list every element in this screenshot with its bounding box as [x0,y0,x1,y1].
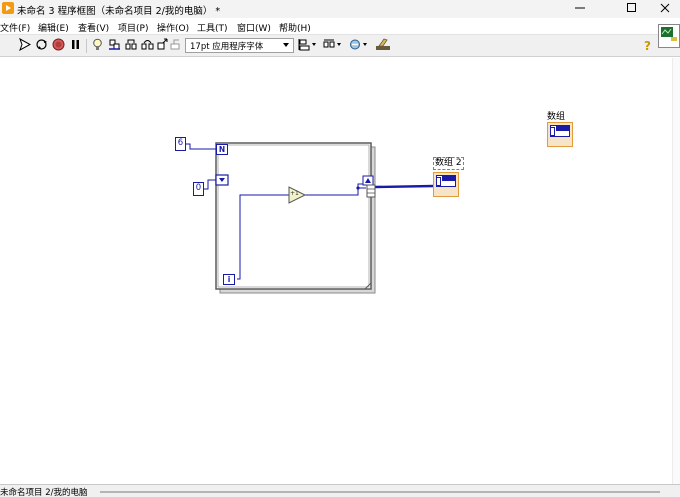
menu-view[interactable]: 查看(V) [78,24,110,34]
horizontal-scrollbar[interactable] [100,491,660,493]
reorder-button[interactable] [349,38,369,53]
step-out-button[interactable] [156,38,171,53]
output-tunnel [366,184,376,198]
for-loop-count-terminal[interactable]: N [216,144,228,155]
menu-window[interactable]: 窗口(W) [237,24,271,34]
menu-project[interactable]: 项目(P) [118,24,149,34]
step-into-icon [125,38,138,54]
font-select-value: 17pt 应用程序字体 [190,42,264,52]
run-continuously-button[interactable] [34,38,49,53]
vertical-scrollbar[interactable] [672,58,680,484]
retain-wire-values-button[interactable] [107,38,122,53]
wire-count [186,143,216,150]
maximize-icon [627,2,637,16]
run-button[interactable] [17,37,32,54]
close-button[interactable] [645,0,680,18]
font-select[interactable]: 17pt 应用程序字体 [185,38,294,53]
step-over-button[interactable] [140,38,155,53]
output-array-label[interactable]: 数组 2 [433,157,464,170]
cleanup-diagram-button[interactable] [375,38,393,53]
reorder-icon [349,38,369,54]
cleanup-diagram-icon [375,38,393,54]
labview-app-icon [2,2,14,14]
menu-edit[interactable]: 编辑(E) [38,24,69,34]
output-array-indicator[interactable] [433,172,459,197]
for-loop-iteration-terminal[interactable]: i [223,274,235,285]
highlight-execution-button[interactable] [90,38,105,53]
pause-button[interactable] [68,38,83,53]
project-path: 未命名项目 2/我的电脑 [0,488,88,497]
toolbar-separator [86,39,87,53]
run-arrow-icon [18,37,32,54]
context-help-icon: ? [644,38,651,53]
title-bar: 未命名 3 程序框图（未命名项目 2/我的电脑） * [0,0,680,18]
abort-icon [52,38,65,54]
run-continuously-icon [35,38,48,54]
chevron-down-icon [283,43,289,47]
abort-button[interactable] [51,38,66,53]
vi-connector-icon[interactable] [658,24,680,48]
step-over-icon [141,38,154,54]
menu-tools[interactable]: 工具(T) [197,24,228,34]
minimize-icon [575,3,585,16]
wire-array-out [374,184,435,189]
highlight-execution-icon [91,38,104,54]
increment-label: +1 [290,190,299,197]
step-out-icon [157,38,170,54]
menu-operate[interactable]: 操作(O) [157,24,190,34]
step-into-button[interactable] [124,38,139,53]
distribute-objects-icon [323,38,343,54]
array-label: 数组 [547,112,566,122]
retain-wire-values-icon [108,38,121,54]
array-indicator[interactable] [547,122,573,147]
menu-help[interactable]: 帮助(H) [279,24,311,34]
close-icon [660,3,670,16]
shift-init-constant[interactable]: 0 [193,182,204,196]
maximize-button[interactable] [612,0,652,18]
retain-step-button[interactable] [168,38,183,53]
menu-file[interactable]: 文件(F) [0,24,31,34]
align-objects-button[interactable] [298,38,318,53]
pause-icon [69,38,82,54]
retain-step-icon [169,38,182,54]
diagram-wires [186,142,435,294]
increment-node [288,186,307,204]
count-constant[interactable]: 6 [175,137,186,151]
minimize-button[interactable] [560,0,600,18]
distribute-objects-button[interactable] [323,38,343,53]
wire-iteration [237,194,289,280]
menu-bar: 文件(F) 编辑(E) 查看(V) 项目(P) 操作(O) 工具(T) 窗口(W… [0,18,680,35]
status-bar: 未命名项目 2/我的电脑 [0,484,680,497]
align-objects-icon [298,38,318,54]
block-diagram[interactable]: N i 6 0 +1 数组 2 数组 [0,58,672,484]
toolbar: 17pt 应用程序字体 ? [0,35,680,57]
window-title: 未命名 3 程序框图（未命名项目 2/我的电脑） * [17,6,221,17]
context-help-button[interactable]: ? [640,38,655,53]
wire-shift-init [204,179,216,190]
